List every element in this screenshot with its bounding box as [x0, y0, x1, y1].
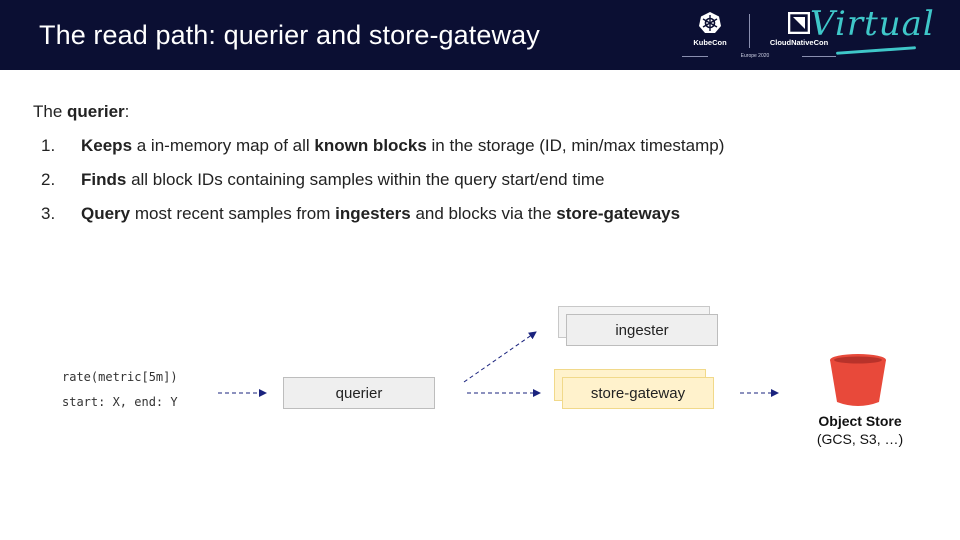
intro-bold: querier	[67, 102, 125, 121]
querier-box: querier	[283, 377, 435, 409]
object-store-subtitle: (GCS, S3, …)	[816, 431, 904, 447]
event-line-right	[802, 56, 836, 57]
cncf-icon	[788, 12, 810, 34]
virtual-wordmark: Virtual	[810, 4, 935, 44]
query-range: start: X, end: Y	[62, 395, 178, 409]
intro-lead: The	[33, 102, 68, 121]
arrow-querier-to-ingester	[463, 331, 537, 383]
list-number: 3.	[41, 204, 56, 223]
event-label: Europe 2020	[740, 53, 770, 59]
store-gateway-box: store-gateway	[562, 377, 714, 409]
list-number: 1.	[41, 136, 56, 155]
slide-title: The read path: querier and store-gateway	[39, 20, 540, 50]
intro-tail: :	[124, 102, 130, 121]
bucket-icon	[830, 354, 886, 406]
kubecon-label: KubeCon	[693, 38, 727, 47]
cloudnativecon-label: CloudNativeCon	[769, 38, 829, 47]
logo-divider	[749, 14, 750, 48]
list-text: Keeps a in-memory map of all known block…	[81, 136, 725, 155]
query-expression: rate(metric[5m])	[62, 370, 178, 384]
event-line-left	[682, 56, 708, 57]
kubernetes-helm-icon	[699, 12, 721, 33]
list-text: Finds all block IDs containing samples w…	[81, 170, 605, 189]
header-bar: The read path: querier and store-gateway…	[0, 0, 960, 70]
cloudnativecon-logo: CloudNativeCon	[754, 8, 844, 64]
intro-text: The querier:	[33, 102, 129, 122]
ingester-box: ingester	[566, 314, 718, 346]
event-logos: KubeCon CloudNativeCon Europe 2020 Virtu…	[676, 4, 946, 64]
object-store-title: Object Store	[818, 413, 902, 429]
list-number: 2.	[41, 170, 56, 189]
kubecon-logo: KubeCon	[676, 8, 744, 64]
list-text: Query most recent samples from ingesters…	[81, 204, 681, 223]
